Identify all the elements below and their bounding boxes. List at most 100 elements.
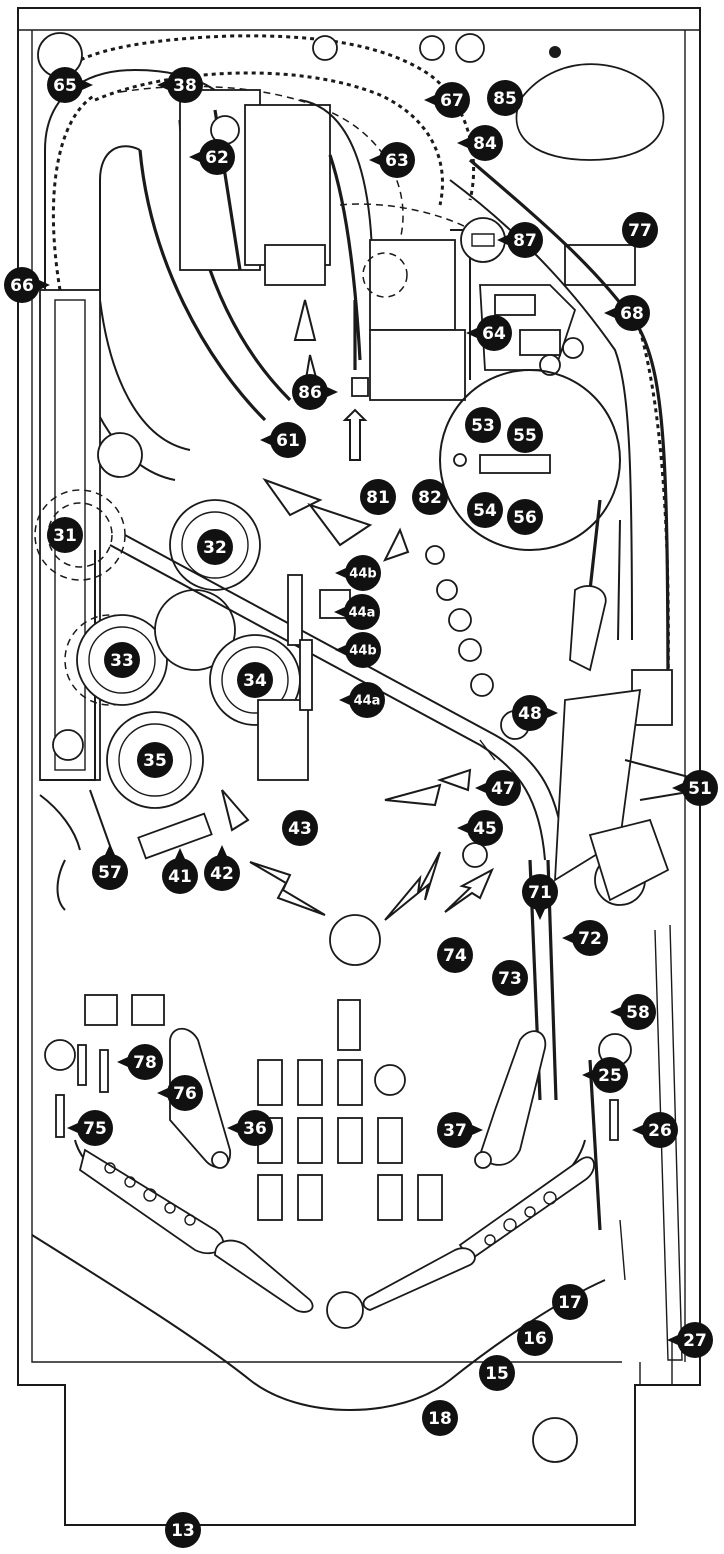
callout-36: 36 (227, 1110, 273, 1146)
callout-label: 13 (171, 1521, 195, 1541)
callout-67: 67 (424, 82, 470, 118)
callout-17: 17 (552, 1284, 588, 1320)
callout-label: 45 (473, 819, 497, 839)
callout-label: 87 (513, 231, 537, 251)
callout-44b: 44b (335, 632, 381, 668)
callout-71: 71 (522, 874, 558, 920)
callout-disc (487, 80, 523, 116)
callout-disc (682, 770, 718, 806)
callout-label: 84 (473, 134, 497, 154)
callout-disc (344, 594, 380, 630)
callout-76: 76 (157, 1075, 203, 1111)
callout-disc (622, 212, 658, 248)
callout-label: 85 (493, 89, 517, 109)
callout-18: 18 (422, 1400, 458, 1436)
callout-87: 87 (497, 222, 543, 258)
callout-label: 27 (683, 1331, 707, 1351)
callout-disc (412, 479, 448, 515)
callout-53: 53 (465, 407, 501, 443)
callout-disc (104, 642, 140, 678)
callout-73: 73 (492, 960, 528, 996)
callout-label: 81 (366, 488, 390, 508)
callout-label: 53 (471, 416, 495, 436)
callout-32: 32 (197, 529, 233, 565)
callout-label: 34 (243, 671, 267, 691)
callout-58: 58 (610, 994, 656, 1030)
callout-disc (204, 855, 240, 891)
callout-label: 73 (498, 969, 522, 989)
callout-disc (437, 937, 473, 973)
callout-disc (292, 374, 328, 410)
callout-disc (4, 267, 40, 303)
callout-72: 72 (562, 920, 608, 956)
callout-disc (282, 810, 318, 846)
callout-16: 16 (517, 1320, 553, 1356)
callout-label: 35 (143, 751, 167, 771)
callout-33: 33 (104, 642, 140, 678)
callout-disc (467, 492, 503, 528)
callout-label: 77 (628, 221, 652, 241)
upper-center-mechanisms (37, 32, 665, 461)
callout-44a: 44a (334, 594, 380, 630)
callout-44a: 44a (339, 682, 385, 718)
callout-label: 18 (428, 1409, 452, 1429)
callout-57: 57 (92, 844, 128, 890)
callout-disc (345, 632, 381, 668)
callout-label: 74 (443, 946, 467, 966)
callout-disc (270, 422, 306, 458)
callout-disc (677, 1322, 713, 1358)
callout-disc (127, 1044, 163, 1080)
callout-label: 66 (10, 276, 34, 296)
callout-65: 65 (47, 67, 93, 103)
callout-35: 35 (137, 742, 173, 778)
callout-disc (465, 407, 501, 443)
callout-label: 82 (418, 488, 442, 508)
callout-55: 55 (507, 417, 543, 453)
callout-78: 78 (117, 1044, 163, 1080)
callout-label: 51 (688, 779, 712, 799)
callout-disc (614, 295, 650, 331)
callout-68: 68 (604, 295, 650, 331)
callout-47: 47 (475, 770, 521, 806)
callout-disc (422, 1400, 458, 1436)
callout-56: 56 (507, 499, 543, 535)
callout-disc (507, 417, 543, 453)
callout-62: 62 (189, 139, 235, 175)
callout-label: 31 (53, 526, 77, 546)
callout-disc (237, 662, 273, 698)
callout-disc (522, 874, 558, 910)
callout-label: 55 (513, 426, 537, 446)
callout-label: 62 (205, 148, 229, 168)
callout-15: 15 (479, 1355, 515, 1391)
callout-label: 57 (98, 863, 122, 883)
callout-84: 84 (457, 125, 503, 161)
callout-label: 43 (288, 819, 312, 839)
callout-82: 82 (412, 479, 448, 515)
callout-74: 74 (437, 937, 473, 973)
callout-disc (476, 315, 512, 351)
callout-disc (572, 920, 608, 956)
callout-label: 44a (354, 694, 381, 709)
callout-75: 75 (67, 1110, 113, 1146)
callout-disc (137, 742, 173, 778)
callout-disc (47, 517, 83, 553)
playfield-outline (17, 7, 701, 1526)
callout-disc (197, 529, 233, 565)
callout-label: 32 (203, 538, 227, 558)
callout-label: 33 (110, 651, 134, 671)
callout-disc (517, 1320, 553, 1356)
callout-38: 38 (157, 67, 203, 103)
callout-label: 56 (513, 508, 537, 528)
callout-disc (552, 1284, 588, 1320)
callout-label: 38 (173, 76, 197, 96)
callout-disc (167, 1075, 203, 1111)
callout-disc (507, 222, 543, 258)
callout-13: 13 (165, 1512, 201, 1548)
callout-disc (92, 854, 128, 890)
callout-disc (349, 682, 385, 718)
callout-disc (162, 858, 198, 894)
callout-label: 58 (626, 1003, 650, 1023)
callout-disc (467, 810, 503, 846)
